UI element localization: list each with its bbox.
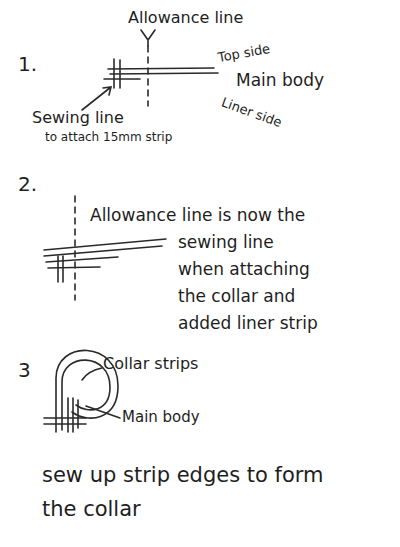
fabric-layer (44, 239, 166, 250)
main-body-layer (44, 417, 86, 419)
part-label: Sewing line (32, 108, 124, 127)
note-text: to attach 15mm strip (45, 130, 172, 144)
strip-layer (48, 267, 100, 268)
leader-line (82, 368, 102, 380)
callout-number: 1. (18, 52, 37, 76)
sewing-mark (113, 59, 115, 88)
fabric-layer (108, 68, 214, 69)
fabric-layer (110, 73, 218, 74)
note-text: Allowance line is now the sewing line wh… (178, 202, 318, 337)
collar-strip (62, 360, 110, 430)
leader-line (86, 406, 120, 418)
sewing-mark (72, 398, 74, 432)
main-body-layer (44, 423, 86, 425)
sewing-mark (62, 256, 64, 282)
part-label: Main body (122, 408, 200, 426)
strip-layer (104, 78, 140, 80)
callout-number: 2. (18, 172, 37, 196)
side-label: Liner side (219, 94, 284, 130)
allowance-pointer (141, 30, 155, 46)
part-label: Collar strips (103, 354, 198, 373)
leader-arrow (82, 87, 111, 110)
callout-number: 3 (18, 358, 31, 382)
sewing-mark (57, 256, 59, 282)
part-label: Allowance line (128, 8, 243, 27)
note-text: sew up strip edges to form the collar (42, 458, 332, 526)
allowance-line (147, 46, 149, 106)
sewing-mark (119, 60, 121, 88)
strip-layer (46, 257, 118, 262)
sewing-mark (67, 398, 69, 432)
part-label: Main body (236, 70, 324, 90)
fabric-layer (44, 246, 162, 256)
side-label: Top side (217, 41, 272, 65)
